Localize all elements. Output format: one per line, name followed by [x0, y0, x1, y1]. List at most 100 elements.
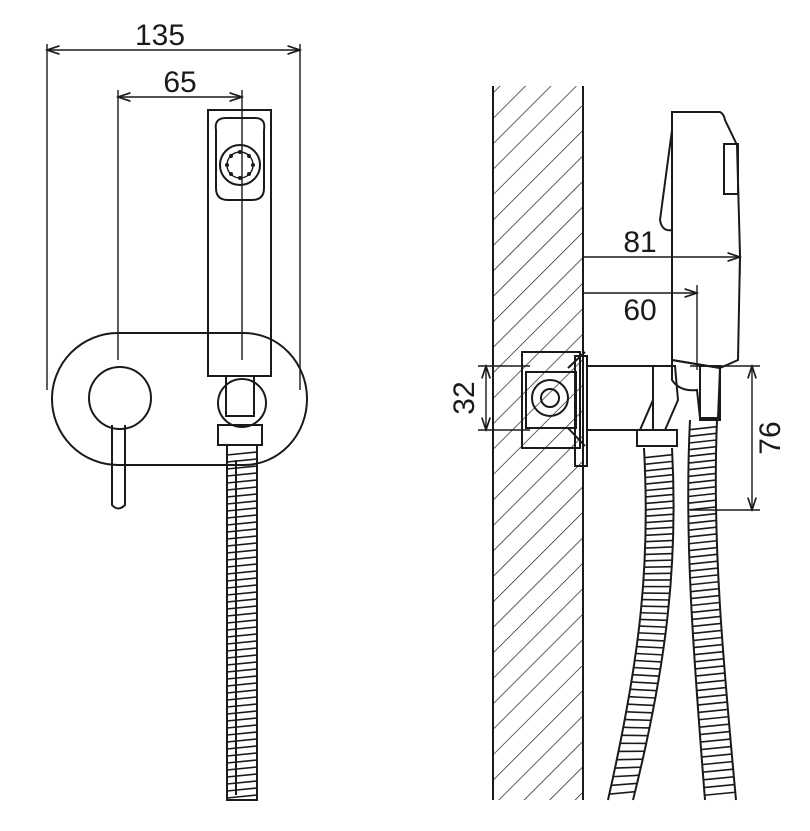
hose-coil	[644, 467, 673, 472]
hose-coil	[688, 519, 717, 525]
hose-coil	[634, 666, 661, 670]
hose-coil	[690, 587, 720, 593]
dimension-overall-width: 135	[47, 19, 300, 390]
hose-coil	[226, 472, 258, 477]
handset-front	[207, 109, 272, 417]
wall-section	[493, 86, 583, 800]
hose-coil	[226, 598, 258, 603]
hose-coil	[631, 681, 659, 685]
hose-coil	[694, 665, 725, 670]
outlet-nut	[636, 429, 678, 447]
hose-coil	[701, 760, 733, 766]
hose-coil	[226, 514, 258, 519]
hose-coil	[688, 445, 717, 451]
hose-coil	[633, 673, 660, 677]
hose-coil	[637, 638, 665, 642]
cover-plate	[51, 332, 308, 466]
hose-coil	[645, 539, 674, 543]
hose-coil	[226, 549, 258, 554]
hose-coil	[226, 766, 258, 771]
hose-coil	[700, 745, 732, 751]
hose-coil	[226, 787, 258, 792]
hose-coil	[226, 647, 258, 652]
hose-coil	[645, 506, 674, 511]
hose-coil	[226, 556, 258, 561]
hose-coil	[226, 493, 258, 498]
side-view: 81 60 32 76	[448, 86, 787, 801]
hose-coil	[226, 458, 258, 463]
hose-coil	[226, 591, 258, 596]
hose-coil	[690, 580, 719, 586]
hose-coil	[226, 696, 258, 701]
hose-nut	[217, 424, 263, 446]
hose-coil	[691, 608, 721, 614]
hose-coil	[688, 539, 717, 545]
hose-coil	[226, 577, 258, 582]
hose-coil	[628, 703, 655, 707]
hose-coil	[226, 661, 258, 666]
hose-coil	[692, 636, 723, 642]
hose-coil	[704, 791, 736, 797]
hose-coil	[226, 521, 258, 526]
hose-coil	[226, 731, 258, 736]
hose-coil	[645, 546, 673, 549]
hose-coil	[688, 479, 716, 484]
hose-coil	[609, 790, 636, 795]
hose-coil	[626, 711, 653, 714]
hose-coil	[644, 565, 672, 569]
hose-coil	[692, 622, 722, 628]
hose-coil	[226, 745, 258, 750]
hose-coil	[688, 526, 717, 531]
hose-coil	[703, 783, 735, 789]
hose-coil	[617, 758, 643, 761]
hose-coil	[688, 452, 717, 458]
hose-coil	[702, 768, 734, 774]
hose-coil	[688, 533, 717, 538]
hose-coil	[688, 506, 717, 511]
hose-coil	[639, 625, 667, 628]
hose-front	[226, 444, 258, 801]
dimension-label-65: 65	[163, 66, 196, 99]
hose-coil	[226, 465, 258, 470]
hose-coil	[226, 654, 258, 659]
hose-coil	[696, 686, 727, 692]
hose-coil	[688, 512, 717, 518]
hose-coil	[629, 695, 656, 699]
hose-coil	[644, 453, 673, 459]
hose-coil	[698, 715, 729, 721]
hose-coil	[688, 546, 718, 552]
handset-bracket	[671, 358, 722, 419]
hose-coil	[615, 766, 641, 769]
hose-coil	[625, 718, 652, 722]
hose-coil	[623, 726, 650, 729]
hose-coil	[693, 650, 724, 656]
hose-coil	[226, 724, 258, 729]
hose-side-left	[607, 447, 675, 801]
hose-coil	[226, 668, 258, 673]
hose-coil	[645, 473, 674, 479]
hose-coil	[638, 632, 666, 635]
hose-coil	[689, 567, 718, 572]
hose-coil	[635, 659, 662, 663]
hose-coil	[688, 485, 716, 491]
hose-coil	[645, 493, 674, 498]
hose-coil	[226, 640, 258, 645]
hose-coil	[613, 774, 640, 778]
hose-coil	[689, 574, 719, 579]
spray-face	[219, 144, 261, 186]
hose-coil	[645, 480, 674, 485]
hose-coil	[688, 459, 716, 464]
hose-coil	[688, 472, 716, 478]
hose-coil	[226, 584, 258, 589]
hose-coil	[226, 682, 258, 687]
hose-coil	[699, 723, 730, 728]
hose-coil	[696, 693, 727, 699]
hose-coil	[688, 492, 716, 498]
hose-coil	[689, 432, 717, 438]
hose-side-right	[687, 419, 737, 801]
hose-coil	[226, 542, 258, 547]
hose-coil	[226, 675, 258, 680]
hose-coil	[697, 708, 728, 714]
hose-coil	[690, 594, 720, 600]
hose-coil	[691, 615, 721, 621]
